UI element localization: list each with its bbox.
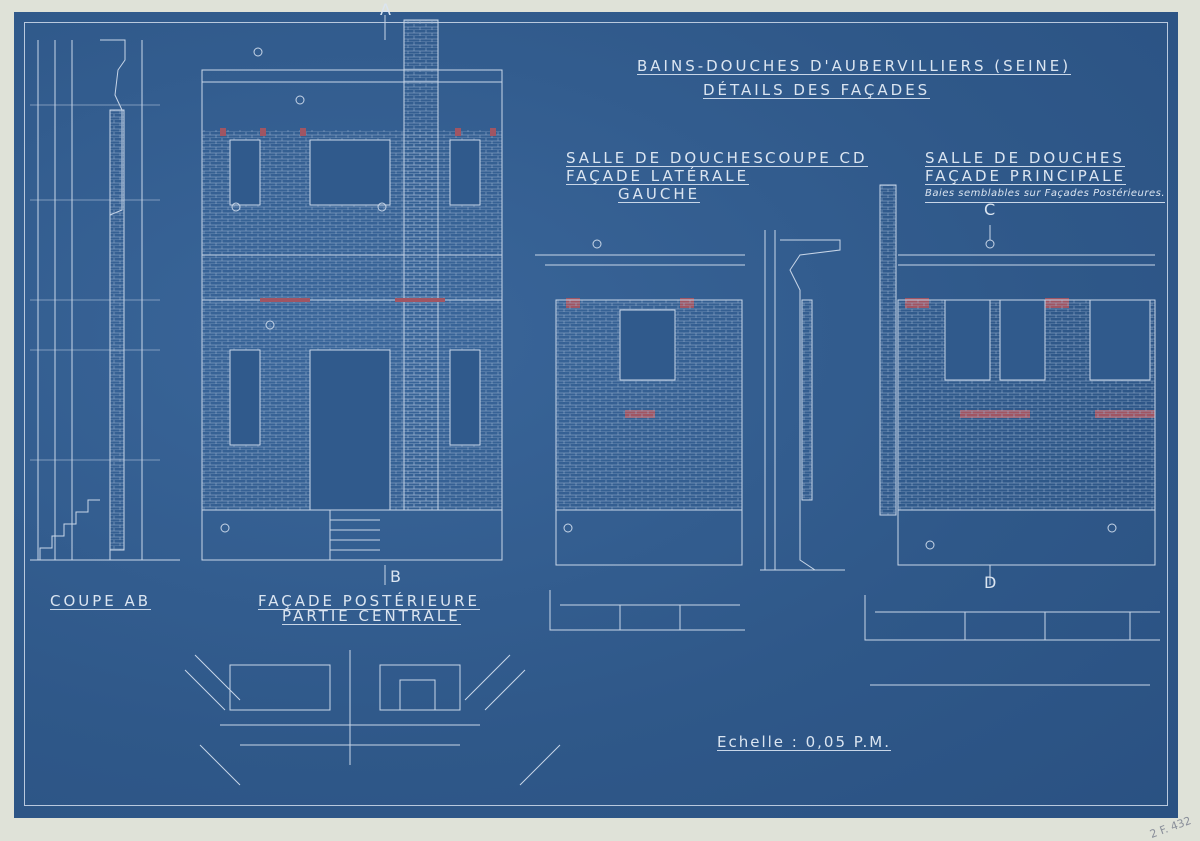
drawing-title: Bains-Douches d'Aubervilliers (Seine) (637, 57, 1072, 75)
coupe-cd-section (760, 230, 845, 571)
label-salle-laterale: Salle de Douches (566, 149, 766, 167)
scale-label: Echelle : 0,05 P.M. (717, 733, 891, 751)
section-mark-c: C (984, 200, 996, 219)
label-partie-centrale: Partie Centrale (282, 607, 461, 625)
label-baies-note: Baies semblables sur Façades Postérieure… (925, 186, 1166, 203)
facade-posterieure-elevation (201, 15, 503, 585)
section-mark-a: A (380, 0, 391, 19)
plan-partie-centrale (184, 650, 561, 786)
drawing-subtitle: Détails des Façades (703, 81, 931, 99)
reference-circles (220, 47, 1117, 550)
facade-principale-elevation (864, 184, 1160, 686)
label-facade-principale: Façade Principale (925, 167, 1126, 185)
facade-laterale-elevation (535, 254, 745, 631)
coupe-ab-section (30, 39, 180, 561)
section-mark-b: B (390, 567, 401, 586)
label-coupe-ab: Coupe AB (50, 592, 152, 610)
label-facade-posterieure: Façade Postérieure (258, 592, 480, 610)
section-mark-d: D (984, 573, 997, 592)
label-coupe-cd: Coupe CD (765, 149, 868, 167)
label-salle-principale: Salle de Douches (925, 149, 1125, 167)
drawing-border (24, 22, 1168, 806)
label-facade-laterale: Façade Latérale (566, 167, 750, 185)
label-gauche: Gauche (618, 185, 701, 203)
